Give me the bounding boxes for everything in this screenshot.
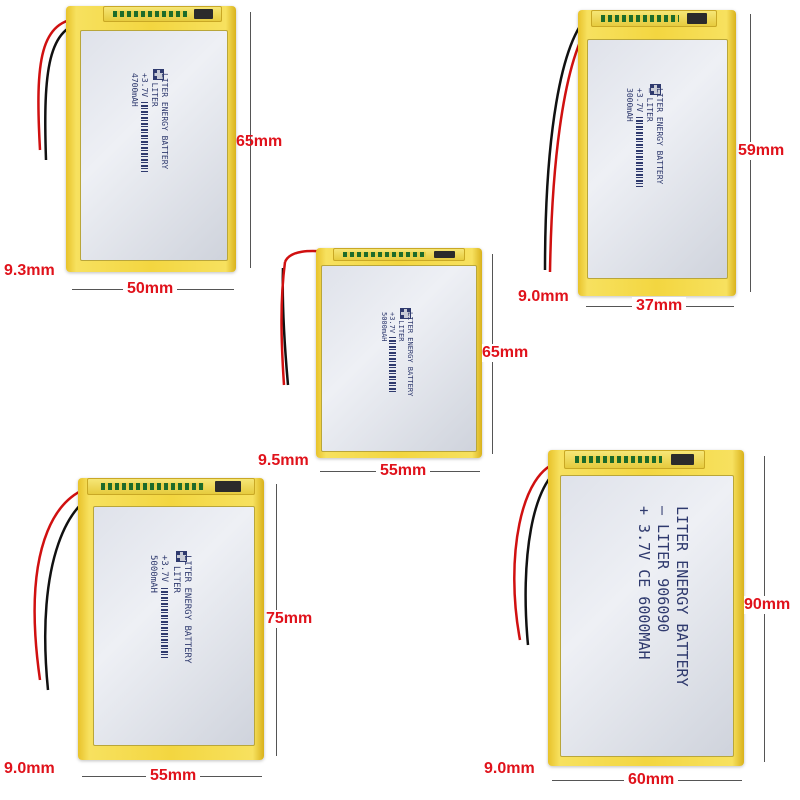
battery-face: LITER ENERGY BATTERY — LITER 906090 + 3.…	[559, 475, 735, 757]
battery-face: LITER ENERGY BATTERY — LITER +3.7V 5000m…	[92, 506, 255, 746]
thickness-dimension-3: 9.0mm	[518, 288, 569, 305]
battery-label: LITER ENERGY BATTERY — LITER +3.7V 3000m…	[624, 88, 664, 187]
battery-face: LITER ENERGY BATTERY — LITER +3.7V 3000m…	[587, 38, 729, 279]
thickness-dimension-1: 9.3mm	[4, 262, 55, 279]
qr-code-icon	[650, 83, 662, 95]
qr-code-icon	[175, 551, 187, 563]
height-dimension-1: 65mm	[236, 133, 283, 150]
height-dimension-5: 90mm	[744, 596, 791, 614]
protection-circuit-board	[103, 6, 223, 22]
battery-2: LITER ENERGY BATTERY — LITER +3.7V 5000m…	[316, 248, 482, 458]
battery-face: LITER ENERGY BATTERY — LITER +3.7V 4700m…	[79, 29, 228, 262]
barcode-icon	[140, 101, 148, 172]
width-dimension-4: 55mm	[146, 767, 201, 785]
qr-code-icon	[399, 307, 411, 319]
barcode-icon	[161, 587, 169, 658]
barcode-icon	[636, 116, 644, 187]
thickness-dimension-4: 9.0mm	[4, 760, 55, 777]
battery-3: LITER ENERGY BATTERY — LITER +3.7V 3000m…	[578, 10, 736, 296]
thickness-dimension-5: 9.0mm	[484, 760, 535, 777]
protection-circuit-board	[563, 450, 705, 469]
height-dimension-2: 65mm	[482, 344, 529, 362]
battery-label: LITER ENERGY BATTERY — LITER 906090 + 3.…	[635, 506, 691, 687]
width-dimension-2: 55mm	[376, 462, 431, 480]
protection-circuit-board	[332, 248, 466, 261]
protection-circuit-board	[590, 10, 718, 28]
thickness-dimension-2: 9.5mm	[258, 452, 309, 469]
battery-5: LITER ENERGY BATTERY — LITER 906090 + 3.…	[548, 450, 744, 766]
battery-1: LITER ENERGY BATTERY — LITER +3.7V 4700m…	[66, 6, 236, 272]
width-dimension-1: 50mm	[123, 280, 178, 298]
height-dimension-3: 59mm	[738, 142, 785, 160]
protection-circuit-board	[87, 478, 255, 495]
height-dimension-4: 75mm	[266, 610, 313, 628]
qr-code-icon	[152, 68, 164, 80]
battery-face: LITER ENERGY BATTERY — LITER +3.7V 5000m…	[320, 264, 478, 452]
battery-label: LITER ENERGY BATTERY — LITER +3.7V 5000m…	[148, 555, 192, 664]
barcode-icon	[388, 337, 396, 393]
dim-line-height-1	[250, 12, 251, 268]
battery-label: LITER ENERGY BATTERY — LITER +3.7V 4700m…	[129, 73, 169, 172]
width-dimension-5: 60mm	[624, 771, 679, 789]
battery-label: LITER ENERGY BATTERY — LITER +3.7V 5000m…	[379, 311, 414, 397]
battery-4: LITER ENERGY BATTERY — LITER +3.7V 5000m…	[78, 478, 264, 760]
width-dimension-3: 37mm	[632, 297, 687, 315]
